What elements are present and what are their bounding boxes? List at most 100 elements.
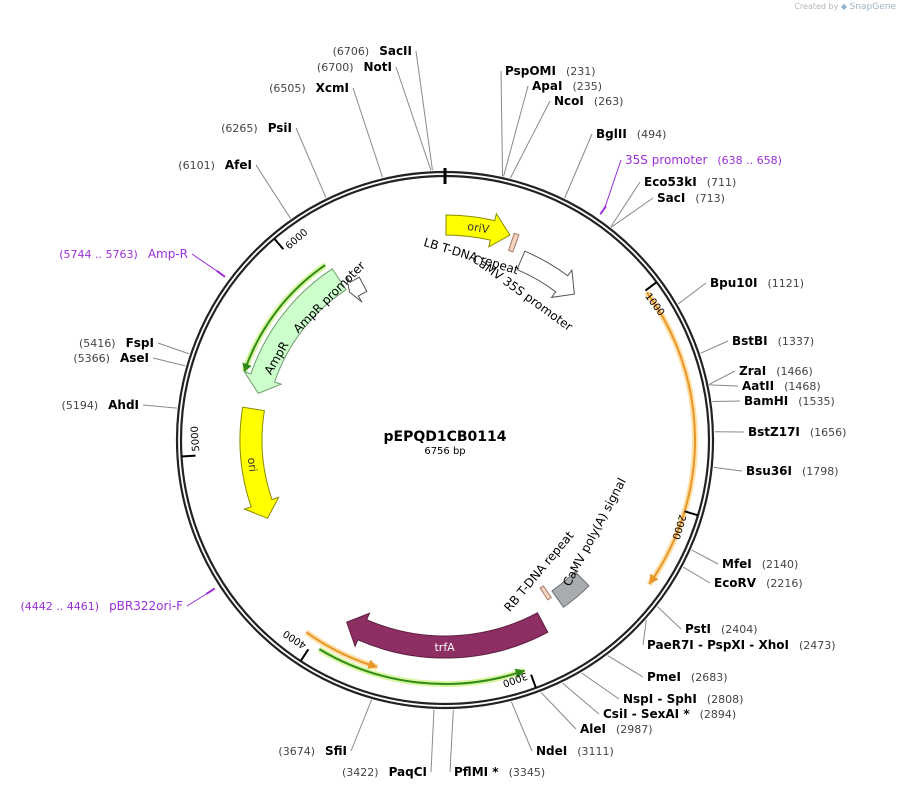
enzyme-position: (3674) xyxy=(278,745,315,758)
enzyme-label-pspomi[interactable]: PspOMI(231) xyxy=(505,64,596,78)
enzyme-label-bstbi[interactable]: BstBI(1337) xyxy=(732,334,814,348)
enzyme-name: BamHI xyxy=(744,394,788,408)
orange-green-arcs xyxy=(241,262,698,687)
feature-ampr[interactable] xyxy=(243,268,347,395)
enzyme-label-ahdi[interactable]: AhdI(5194) xyxy=(62,398,139,412)
enzyme-name: PaqCI xyxy=(389,765,427,779)
enzyme-position: (2473) xyxy=(799,639,836,652)
enzyme-label-sfii[interactable]: SfiI (3674) xyxy=(278,744,347,758)
enzyme-label-psti[interactable]: PstI(2404) xyxy=(685,622,758,636)
enzyme-leader-pmei xyxy=(607,655,644,678)
feature-lb-t-dna-repeat[interactable] xyxy=(507,232,520,253)
enzyme-name: EcoRV xyxy=(714,576,757,590)
enzyme-label-afei[interactable]: AfeI(6101) xyxy=(178,158,252,172)
tick-1000 xyxy=(644,281,658,292)
enzyme-label-fspi[interactable]: FspI (5416) xyxy=(79,336,154,350)
enzyme-label-noti[interactable]: NotI(6700) xyxy=(317,60,392,74)
green-arc-1 xyxy=(318,648,526,685)
feature-oriv[interactable] xyxy=(445,212,511,248)
enzyme-name: ZraI xyxy=(739,364,766,378)
enzyme-label-zrai[interactable]: ZraI (1466) xyxy=(739,364,813,378)
enzyme-label-bamhi[interactable]: BamHI (1535) xyxy=(744,394,835,408)
enzyme-leader-sacii xyxy=(415,50,433,171)
enzyme-label-ndei[interactable]: NdeI(3111) xyxy=(536,744,614,758)
enzyme-position: (1535) xyxy=(798,395,835,408)
primer-leader-pbr322ori-f xyxy=(186,592,209,607)
feature-label-oriv: oriV xyxy=(466,220,490,236)
enzyme-label-bsu36i[interactable]: Bsu36I(1798) xyxy=(746,464,839,478)
enzyme-leader-aatii xyxy=(709,384,739,387)
enzyme-name: FspI xyxy=(126,336,154,350)
enzyme-leader-bsu36i xyxy=(713,466,743,472)
primer-label-amp-r[interactable]: Amp-R(5744 .. 5763) xyxy=(59,247,188,261)
enzyme-leader-zrai xyxy=(708,370,736,385)
enzyme-label-bstz17i[interactable]: BstZ17I(1656) xyxy=(748,425,846,439)
enzyme-name: NspI - SphI xyxy=(623,692,697,706)
enzyme-name: PflMI * xyxy=(454,765,499,779)
enzyme-name: CsiI - SexAI * xyxy=(603,707,690,721)
enzyme-label-aatii[interactable]: AatII(1468) xyxy=(742,379,821,393)
enzyme-label-alei[interactable]: AleI(2987) xyxy=(580,722,653,736)
feature-ori[interactable] xyxy=(239,406,280,519)
enzyme-label-bglii[interactable]: BglII(494) xyxy=(596,127,666,141)
enzyme-label-pflmi[interactable]: PflMI *(3345) xyxy=(454,765,545,779)
enzyme-label-saci[interactable]: SacI(713) xyxy=(657,191,725,205)
primer-leader-35s-promoter xyxy=(604,159,622,208)
snapgene-logo-icon: ◆ xyxy=(840,2,848,11)
primer-label-35s-promoter[interactable]: 35S promoter(638 .. 658) xyxy=(625,153,782,167)
feature-ampr-promoter[interactable] xyxy=(345,276,368,303)
enzyme-position: (6706) xyxy=(333,45,370,58)
enzyme-leader-nspi-sphi xyxy=(581,672,620,700)
enzyme-label-sacii[interactable]: SacII(6706) xyxy=(333,44,412,58)
primer-label-pbr322ori-f[interactable]: pBR322ori-F(4442 .. 4461) xyxy=(21,599,184,613)
enzyme-position: (1121) xyxy=(767,277,804,290)
feature-trfa[interactable] xyxy=(346,612,549,659)
primer-mark-amp-r xyxy=(216,270,226,278)
feature-camv-poly-a-signal[interactable] xyxy=(551,570,590,608)
tick-4000 xyxy=(299,648,310,662)
primer-name: Amp-R xyxy=(148,247,188,261)
enzyme-position: (2683) xyxy=(691,671,728,684)
enzyme-position: (1466) xyxy=(776,365,813,378)
feature-rb-t-dna-repeat[interactable] xyxy=(539,585,552,601)
enzyme-position: (6700) xyxy=(317,61,354,74)
enzyme-label-asei[interactable]: AseI(5366) xyxy=(73,351,149,365)
enzyme-label-psii[interactable]: PsiI(6265) xyxy=(221,121,292,135)
enzyme-leader-alei xyxy=(540,691,577,730)
green-arc-2 xyxy=(243,264,326,372)
enzyme-leader-ndei xyxy=(510,701,533,752)
enzyme-leader-psii xyxy=(295,127,327,198)
enzyme-name: BstBI xyxy=(732,334,768,348)
enzyme-position: (2987) xyxy=(616,723,653,736)
tick-5000 xyxy=(181,454,196,458)
feature-label-ori: ori xyxy=(245,457,260,473)
tick-2000 xyxy=(684,510,699,517)
enzyme-label-xcmi[interactable]: XcmI(6505) xyxy=(269,81,349,95)
enzyme-label-nspi-sphi[interactable]: NspI - SphI(2808) xyxy=(623,692,743,706)
enzyme-label-paer7i-pspxi-xhoi[interactable]: PaeR7I - PspXI - XhoI(2473) xyxy=(647,638,836,652)
tick-label-5000: 5000 xyxy=(190,426,203,452)
primer-range: (638 .. 658) xyxy=(717,154,782,167)
enzyme-name: PsiI xyxy=(268,121,292,135)
enzyme-label-ncoi[interactable]: NcoI(263) xyxy=(554,94,623,108)
enzyme-position: (1468) xyxy=(784,380,821,393)
enzyme-label-mfei[interactable]: MfeI(2140) xyxy=(722,557,798,571)
enzyme-label-paqci[interactable]: PaqCI(3422) xyxy=(342,765,427,779)
enzyme-leader-mfei xyxy=(691,549,719,565)
enzyme-position: (5416) xyxy=(79,337,116,350)
enzyme-label-ecorv[interactable]: EcoRV (2216) xyxy=(714,576,803,590)
enzyme-label-eco53ki[interactable]: Eco53kI(711) xyxy=(644,175,736,189)
enzyme-name: SfiI xyxy=(325,744,347,758)
enzyme-label-csii-sexai[interactable]: CsiI - SexAI *(2894) xyxy=(603,707,736,721)
enzyme-position: (2216) xyxy=(766,577,803,590)
enzyme-position: (1656) xyxy=(810,426,847,439)
enzyme-position: (3111) xyxy=(577,745,614,758)
feature-camv-35s-promoter[interactable] xyxy=(516,250,575,299)
enzyme-label-pmei[interactable]: PmeI(2683) xyxy=(647,670,727,684)
green-arc-1-arrowhead xyxy=(514,668,525,679)
enzyme-label-apai[interactable]: ApaI(235) xyxy=(532,79,602,93)
enzyme-leader-asei xyxy=(152,357,186,367)
enzyme-leader-bpu10i xyxy=(677,282,707,305)
enzyme-label-bpu10i[interactable]: Bpu10I(1121) xyxy=(710,276,804,290)
